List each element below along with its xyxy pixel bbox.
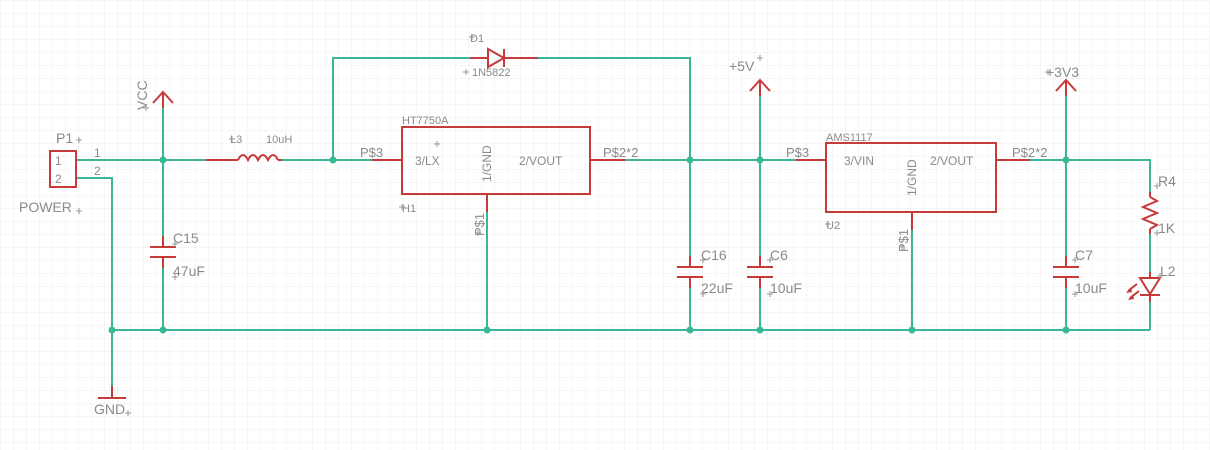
junctions [108,156,1070,334]
regulator2-ref: U2 [826,220,840,232]
c16-ref: C16 [701,247,727,263]
v5-power-symbol[interactable]: +5V [729,58,771,96]
regulator1-net-out: P$2*2 [603,145,638,160]
regulator2-net-gnd: P$1 [896,229,911,252]
resistor-r4[interactable]: R4 1K [1140,173,1176,236]
c6-ref: C6 [770,247,788,263]
origin-markers [76,34,1163,416]
regulator2-net-in: P$3 [786,145,809,160]
connector-pin-1-inner: 1 [55,154,62,168]
capacitor-c16[interactable]: C16 22uF [677,247,733,296]
gnd-label: GND [94,401,125,417]
c7-value: 10uF [1075,280,1107,296]
diode-d1[interactable]: D1 1N5822 [470,33,538,79]
regulator1-pin-gnd: 1/GND [480,145,494,182]
regulator2-net-out: P$2*2 [1012,145,1047,160]
connector-p1[interactable]: P1 1 2 1 2 POWER [19,130,101,215]
vcc-label: VCC [134,80,150,110]
resistor-value: 1K [1158,220,1176,236]
regulator1-pin-in: 3/LX [415,154,440,168]
c7-ref: C7 [1075,247,1093,263]
connector-pin-1-label: 1 [94,146,101,160]
v3v3-power-symbol[interactable]: +3V3 [1046,64,1079,96]
diode-value: 1N5822 [472,67,511,79]
capacitor-c7[interactable]: C7 10uF [1053,247,1107,296]
connector-ref: P1 [56,130,73,146]
c16-value: 22uF [701,280,733,296]
regulator2-pin-out: 2/VOUT [930,154,974,168]
regulator1-pin-out: 2/VOUT [519,154,563,168]
inductor-l3[interactable]: L3 10uH [206,134,292,163]
regulator-ht7750a[interactable]: HT7750A H1 3/LX 2/VOUT 1/GND P$3 P$2*2 P… [360,115,638,236]
regulator2-pin-in: 3/VIN [844,154,874,168]
vcc-power-symbol[interactable]: VCC [134,80,174,110]
regulator-ams1117[interactable]: AMS1117 U2 3/VIN 2/VOUT 1/GND P$3 P$2*2 … [786,132,1047,252]
regulator1-ref: H1 [402,203,416,215]
capacitor-c15[interactable]: C15 47uF [150,230,205,279]
connector-name: POWER [19,199,72,215]
c15-ref: C15 [173,230,199,246]
regulator1-part: HT7750A [402,115,449,127]
inductor-value: 10uH [266,134,292,146]
v5-label: +5V [729,58,755,74]
v3v3-label: +3V3 [1046,64,1079,80]
regulator2-pin-gnd: 1/GND [905,159,919,196]
regulator1-net-in: P$3 [360,145,383,160]
diode-ref: D1 [470,33,484,45]
connector-pin-2-inner: 2 [55,172,62,186]
regulator1-net-gnd: P$1 [472,213,487,236]
led-ref: L2 [1160,263,1176,279]
led-l2[interactable]: L2 [1126,263,1176,302]
regulator2-part: AMS1117 [826,132,873,144]
connector-pin-2-label: 2 [94,164,101,178]
c15-value: 47uF [173,263,205,279]
c6-value: 10uF [770,280,802,296]
gnd-power-symbol[interactable]: GND [94,386,126,417]
inductor-ref: L3 [230,134,242,146]
resistor-ref: R4 [1158,173,1176,189]
capacitor-c6[interactable]: C6 10uF [747,247,802,296]
